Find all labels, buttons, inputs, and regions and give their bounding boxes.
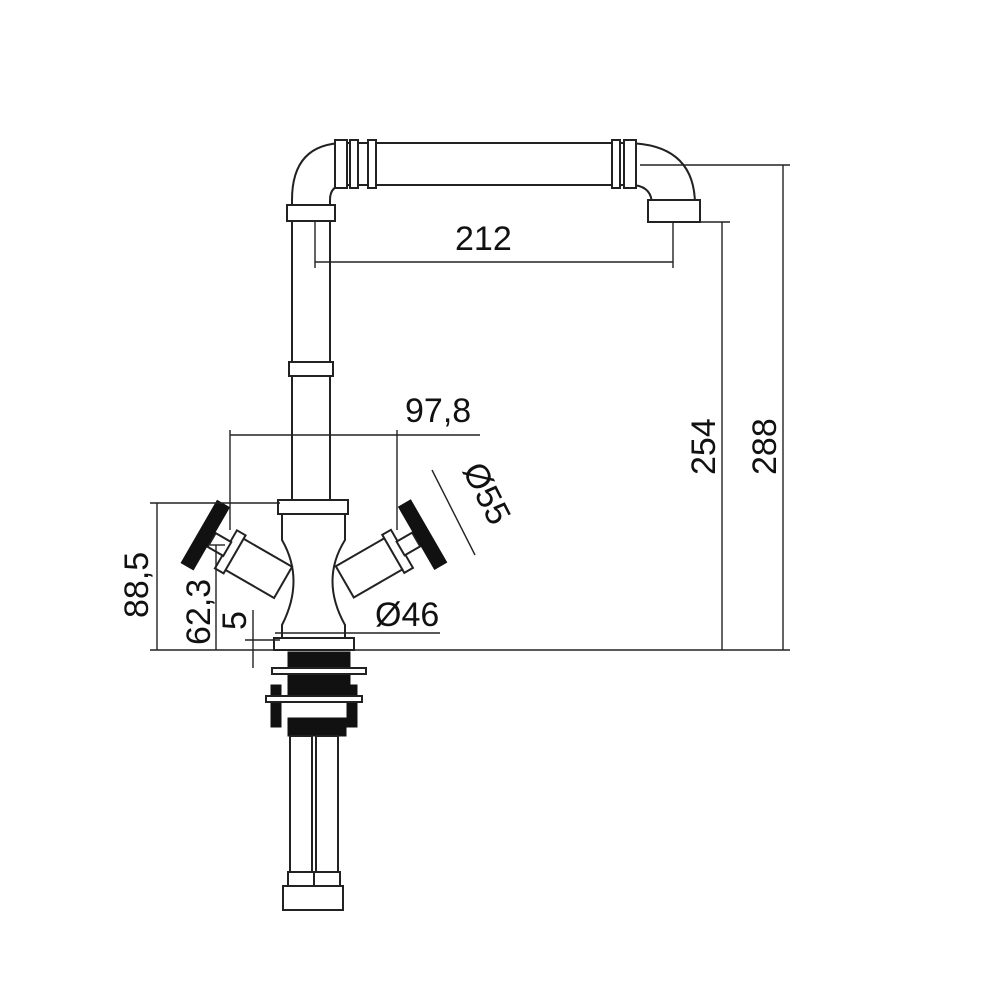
- dim-handle-height: 88,5: [118, 552, 156, 618]
- spout: [286, 139, 701, 501]
- dim-spout-reach: 212: [455, 220, 512, 258]
- dim-handle-span: 97,8: [405, 392, 471, 430]
- dim-base-diameter: Ø46: [375, 596, 439, 634]
- mounting-kit: [265, 651, 367, 911]
- dim-spout-height: 254: [685, 418, 723, 475]
- dim-handle-diameter: Ø55: [455, 456, 518, 531]
- dim-body-height: 62,3: [180, 579, 218, 645]
- dim-base-thickness: 5: [216, 611, 254, 630]
- dimension-lines: [150, 164, 790, 668]
- dim-total-height: 288: [746, 418, 784, 475]
